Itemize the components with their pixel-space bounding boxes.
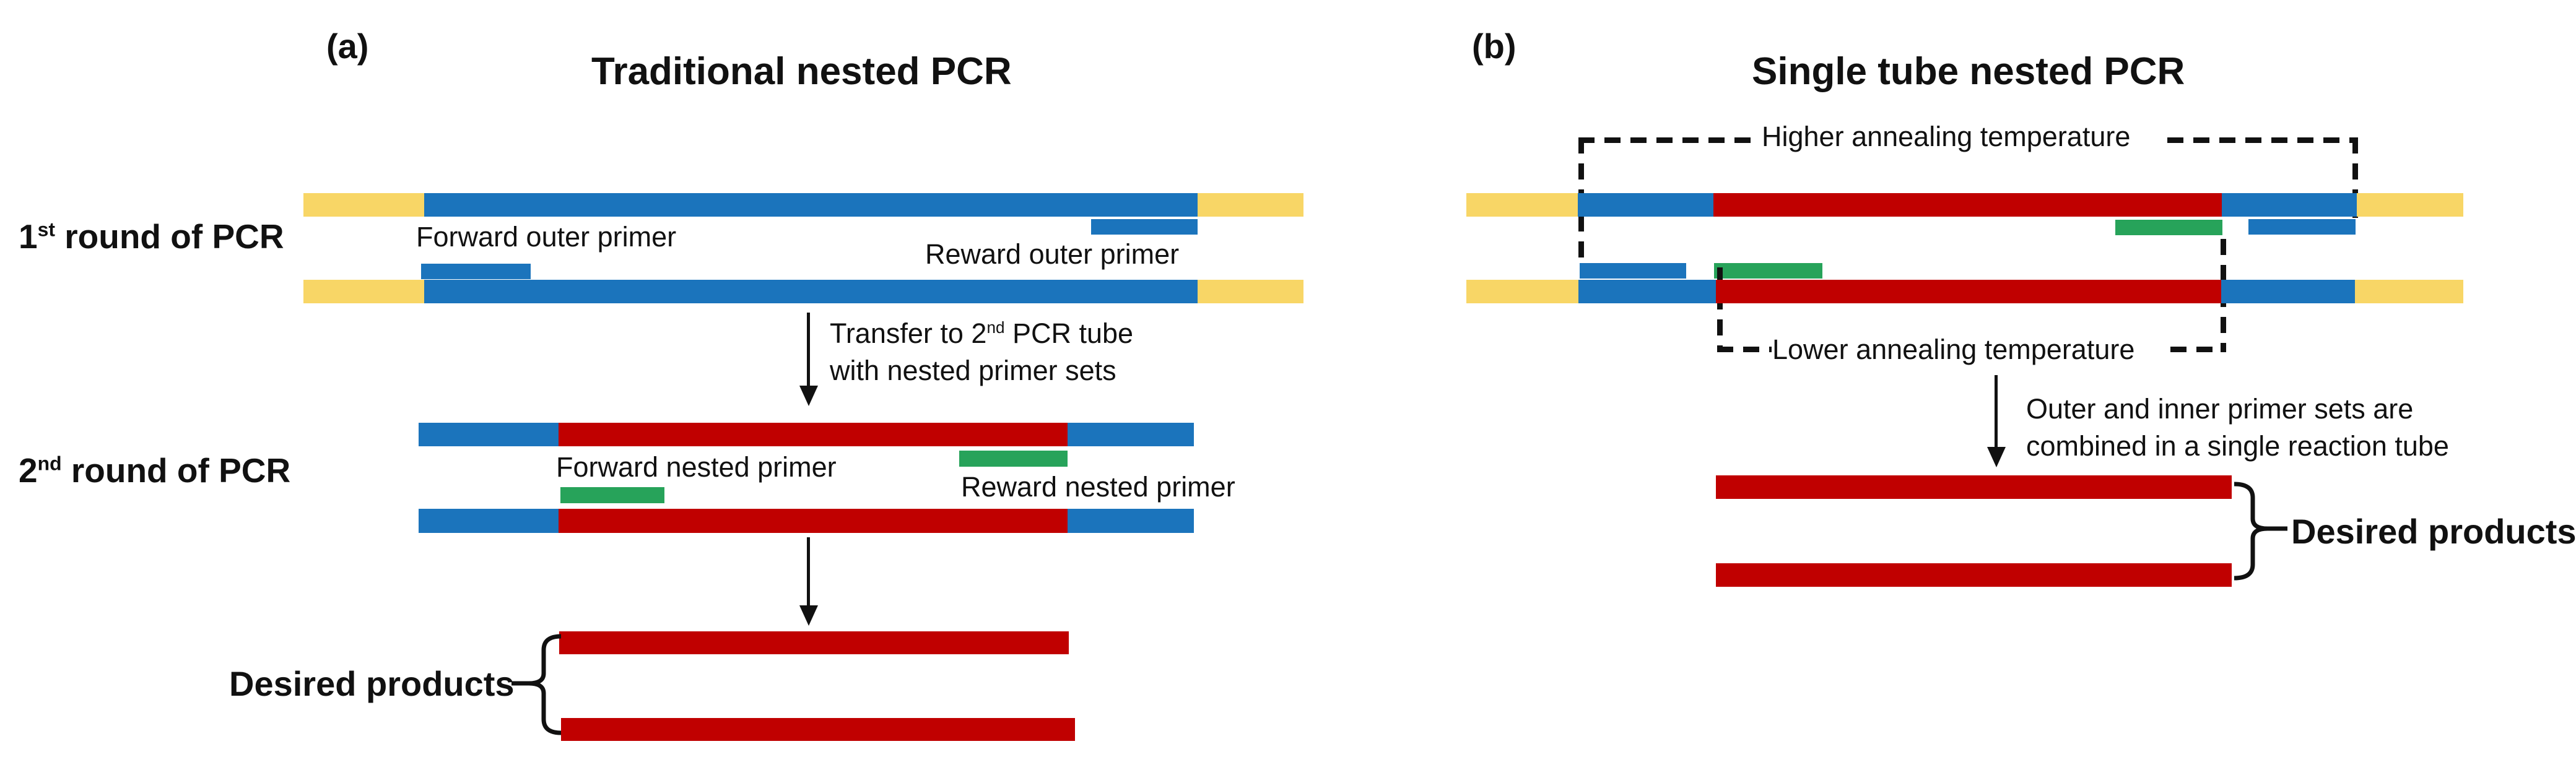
template-segment [424, 280, 1198, 303]
flank-segment [1198, 280, 1303, 303]
higher-annealing-dash-right [2167, 137, 2358, 143]
outer-segment [1068, 423, 1194, 446]
reward-outer-primer-bar [1091, 219, 1198, 235]
combine-arrow-line [1995, 375, 1998, 448]
combine-note-line1: Outer and inner primer sets are [2026, 393, 2414, 425]
higher-annealing-dash-left [1578, 137, 1753, 143]
inner-product-segment [1716, 280, 2221, 303]
dna-strand-b-bottom [1466, 280, 2463, 303]
reward-outer-primer-bar-b [2248, 219, 2356, 235]
result-arrow-a-head [799, 605, 818, 626]
round2-label-rest: round of PCR [61, 451, 291, 490]
combine-note-line2: combined in a single reaction tube [2026, 430, 2449, 462]
flank-segment [303, 193, 424, 217]
flank-segment [1198, 193, 1303, 217]
forward-outer-primer-bar [421, 264, 531, 279]
round1-label-sup: st [37, 218, 55, 241]
forward-nested-primer-label: Forward nested primer [556, 451, 837, 483]
forward-inner-primer-bar-b [1714, 263, 1822, 279]
desired-product-bar [1716, 475, 2232, 499]
panel-b-tag: (b) [1472, 27, 1516, 66]
dna-strand-a-round2-bottom [419, 509, 1194, 533]
round2-label: 2nd round of PCR [19, 452, 290, 490]
desired-products-label-b: Desired products [2291, 512, 2576, 551]
desired-product-bar [559, 631, 1069, 654]
higher-annealing-label: Higher annealing temperature [1762, 121, 2131, 152]
outer-segment [2222, 193, 2357, 217]
desired-products-label-a: Desired products [229, 664, 515, 703]
reward-inner-primer-bar-b [2115, 220, 2222, 235]
transfer-note-line1: Transfer to 2nd PCR tube [830, 318, 1134, 349]
flank-segment [1466, 280, 1578, 303]
round2-label-sup: nd [37, 452, 62, 475]
lower-annealing-label: Lower annealing temperature [1772, 334, 2135, 365]
forward-outer-primer-bar-b [1580, 263, 1686, 279]
higher-annealing-dash-vert-right [2352, 137, 2358, 218]
flank-segment [2357, 193, 2463, 217]
result-arrow-a-line [807, 537, 810, 607]
template-segment [424, 193, 1198, 217]
forward-nested-primer-bar [560, 487, 664, 503]
outer-segment [419, 423, 559, 446]
desired-products-brace-a [511, 634, 562, 735]
outer-segment [1068, 509, 1194, 533]
reward-nested-primer-bar [959, 451, 1068, 467]
round1-label: 1st round of PCR [19, 218, 284, 256]
combine-arrow-head [1987, 447, 2006, 467]
outer-segment [1578, 193, 1713, 217]
panel-b-title: Single tube nested PCR [1752, 50, 2185, 93]
round1-label-rest: round of PCR [54, 217, 284, 256]
transfer-arrow-line [807, 313, 810, 387]
inner-product-segment [1713, 193, 2222, 217]
reward-nested-primer-label: Reward nested primer [961, 471, 1235, 503]
forward-outer-primer-label: Forward outer primer [416, 221, 677, 253]
outer-segment [419, 509, 559, 533]
outer-segment [1578, 280, 1716, 303]
panel-a-tag: (a) [326, 27, 369, 66]
desired-product-bar [1716, 563, 2232, 587]
transfer-arrow-head [799, 386, 818, 406]
dna-strand-a-round1-bottom [303, 280, 1303, 303]
round1-label-num: 1 [19, 217, 38, 256]
desired-product-bar [561, 718, 1075, 741]
flank-segment [1466, 193, 1578, 217]
flank-segment [2355, 280, 2463, 303]
inner-product-segment [559, 509, 1068, 533]
lower-annealing-dash-vert-left [1717, 267, 1723, 352]
inner-product-segment [559, 423, 1068, 446]
reward-outer-primer-label: Reward outer primer [925, 238, 1180, 270]
desired-products-brace-b [2234, 482, 2287, 581]
lower-annealing-dash-left [1717, 347, 1772, 352]
outer-segment [2221, 280, 2355, 303]
round2-label-num: 2 [19, 451, 38, 490]
lower-annealing-dash-right [2170, 347, 2226, 352]
dna-strand-b-top [1466, 193, 2463, 217]
dna-strand-a-round2-top [419, 423, 1194, 446]
transfer-note-line2: with nested primer sets [830, 355, 1116, 386]
dna-strand-a-round1-top [303, 193, 1303, 217]
flank-segment [303, 280, 424, 303]
panel-a-title: Traditional nested PCR [591, 50, 1012, 93]
